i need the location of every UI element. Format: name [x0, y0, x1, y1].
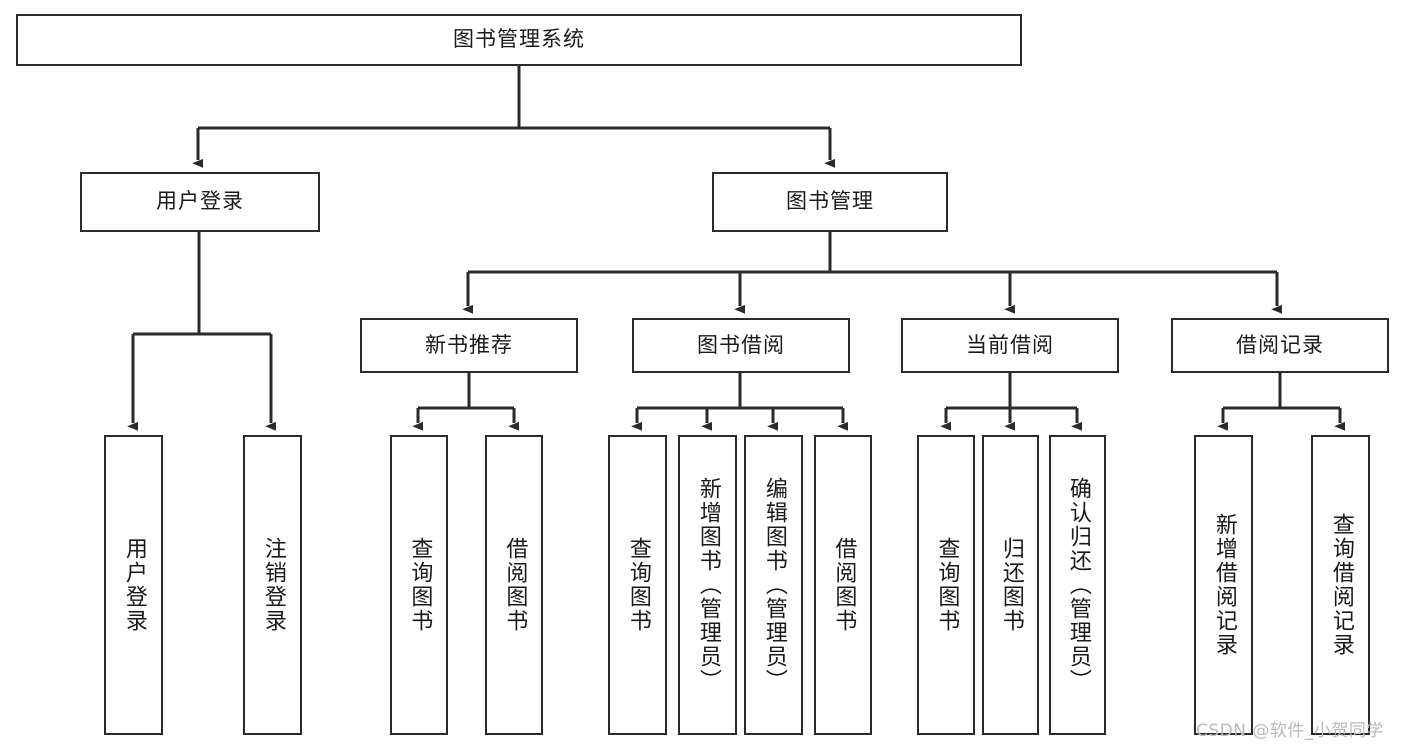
leaf-borrow-borrow-book[interactable]: 借阅图书 — [814, 435, 872, 735]
node-book-manage[interactable]: 图书管理 — [712, 172, 948, 232]
node-book-borrow-label: 图书借阅 — [697, 332, 785, 357]
leaf-records-query-record[interactable]: 查询借阅记录 — [1311, 435, 1370, 735]
leaf-current-confirm-return-admin-label: 确认归还（管理员） — [1065, 477, 1091, 693]
leaf-current-return-book[interactable]: 归还图书 — [982, 435, 1039, 735]
node-new-book-recommend[interactable]: 新书推荐 — [360, 318, 578, 373]
node-book-manage-label: 图书管理 — [786, 189, 874, 214]
leaf-user-login-label: 用户登录 — [121, 537, 147, 633]
leaf-newbook-borrow-book-label: 借阅图书 — [502, 537, 528, 633]
leaf-newbook-query-book[interactable]: 查询图书 — [390, 435, 448, 735]
leaf-records-add-record-label: 新增借阅记录 — [1211, 513, 1237, 657]
leaf-current-confirm-return-admin[interactable]: 确认归还（管理员） — [1049, 435, 1106, 735]
node-root[interactable]: 图书管理系统 — [16, 14, 1022, 66]
leaf-borrow-edit-book-admin-label: 编辑图书（管理员） — [761, 477, 787, 693]
node-new-book-recommend-label: 新书推荐 — [425, 332, 513, 357]
leaf-user-logout-label: 注销登录 — [260, 537, 286, 633]
node-user-login-label: 用户登录 — [156, 189, 244, 214]
leaf-user-login[interactable]: 用户登录 — [104, 435, 163, 735]
node-book-borrow[interactable]: 图书借阅 — [632, 318, 850, 373]
leaf-borrow-edit-book-admin[interactable]: 编辑图书（管理员） — [744, 435, 803, 735]
leaf-current-return-book-label: 归还图书 — [998, 537, 1024, 633]
leaf-borrow-query-book[interactable]: 查询图书 — [608, 435, 667, 735]
leaf-borrow-query-book-label: 查询图书 — [625, 537, 651, 633]
node-root-label: 图书管理系统 — [453, 27, 585, 52]
leaf-current-query-book[interactable]: 查询图书 — [917, 435, 975, 735]
leaf-borrow-borrow-book-label: 借阅图书 — [831, 537, 857, 633]
leaf-newbook-borrow-book[interactable]: 借阅图书 — [485, 435, 543, 735]
leaf-records-add-record[interactable]: 新增借阅记录 — [1194, 435, 1253, 735]
node-current-borrow-label: 当前借阅 — [966, 332, 1054, 357]
leaf-records-query-record-label: 查询借阅记录 — [1328, 513, 1354, 657]
node-current-borrow[interactable]: 当前借阅 — [901, 318, 1119, 373]
leaf-borrow-add-book-admin-label: 新增图书（管理员） — [695, 477, 721, 693]
node-user-login[interactable]: 用户登录 — [80, 172, 320, 232]
leaf-current-query-book-label: 查询图书 — [934, 537, 960, 633]
leaf-borrow-add-book-admin[interactable]: 新增图书（管理员） — [678, 435, 737, 735]
leaf-newbook-query-book-label: 查询图书 — [407, 537, 433, 633]
node-borrow-records[interactable]: 借阅记录 — [1171, 318, 1389, 373]
leaf-user-logout[interactable]: 注销登录 — [243, 435, 302, 735]
node-borrow-records-label: 借阅记录 — [1236, 332, 1324, 357]
csdn-watermark: CSDN @软件_小贺同学 — [1196, 721, 1384, 741]
